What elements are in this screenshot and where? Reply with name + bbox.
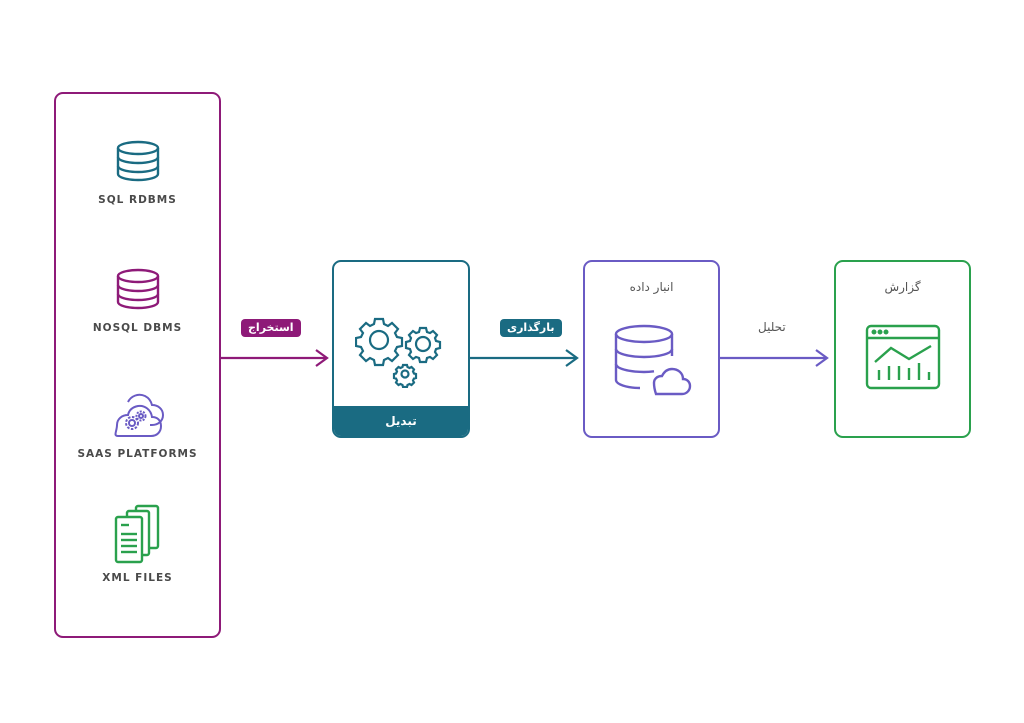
data-warehouse-box: انبار داده <box>583 260 720 438</box>
report-title: گزارش <box>884 280 921 294</box>
database-icon <box>116 268 159 310</box>
gears-icon <box>355 317 442 388</box>
load-arrow <box>469 349 579 367</box>
documents-icon <box>114 504 159 564</box>
load-label: بارگذاری <box>500 319 562 337</box>
source-label: SQL RDBMS <box>98 194 177 206</box>
dashboard-chart-icon <box>865 324 940 390</box>
source-label: SAAS PLATFORMS <box>77 448 198 460</box>
report-box: گزارش <box>834 260 971 438</box>
source-saas-platforms: SAAS PLATFORMS <box>56 390 219 460</box>
source-xml-files: XML FILES <box>56 504 219 584</box>
analyze-arrow <box>719 349 829 367</box>
analyze-label: تحلیل <box>758 320 786 334</box>
extract-arrow <box>220 349 329 367</box>
transform-box: تبدیل <box>332 260 470 438</box>
warehouse-title: انبار داده <box>629 280 674 294</box>
source-nosql-dbms: NOSQL DBMS <box>56 266 219 334</box>
cloud-gears-icon <box>113 393 164 437</box>
database-icon <box>116 140 159 182</box>
data-sources-panel: SQL RDBMS NOSQL DBMS SAAS PLATFORMS <box>54 92 221 638</box>
database-cloud-icon <box>614 324 691 396</box>
source-label: XML FILES <box>102 572 173 584</box>
source-label: NOSQL DBMS <box>92 322 183 334</box>
transform-label: تبدیل <box>334 406 468 436</box>
source-sql-rdbms: SQL RDBMS <box>56 138 219 206</box>
extract-label: استخراج <box>241 319 301 337</box>
